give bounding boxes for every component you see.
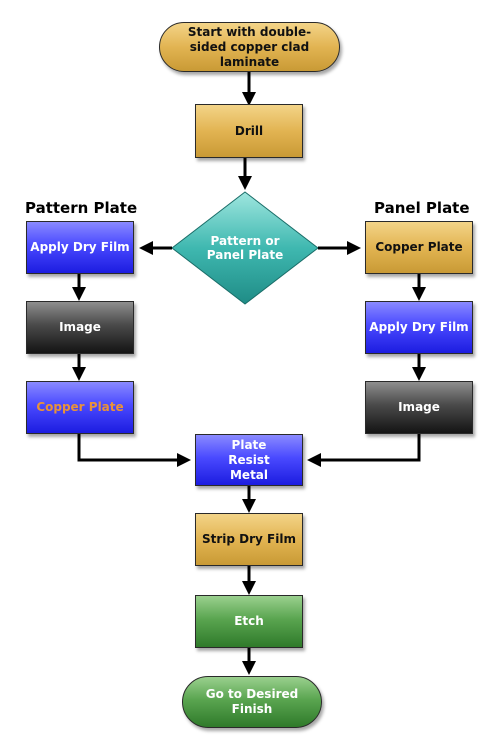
decision-label: Pattern or Panel Plate [206,234,284,262]
left-copper-plate-node: Copper Plate [26,381,134,434]
decision-diamond [171,191,319,305]
left-apply-dry-film-node: Apply Dry Film [26,221,134,274]
left-image-node: Image [26,301,134,354]
etch-node: Etch [195,595,303,648]
pattern-plate-label: Pattern Plate [25,199,138,217]
right-apply-dry-film-node: Apply Dry Film [365,301,473,354]
plate-resist-metal-node: Plate Resist Metal [195,434,303,486]
drill-node: Drill [195,104,303,158]
finish-node: Go to Desired Finish [182,676,322,728]
right-copper-plate-node: Copper Plate [365,221,473,274]
left-copper-plate-label: Copper Plate [36,400,124,414]
arrow-right-image-resist [307,434,421,467]
panel-plate-label: Panel Plate [374,199,470,217]
arrow-left-copper-resist [77,434,191,467]
strip-dry-film-node: Strip Dry Film [195,513,303,566]
right-image-node: Image [365,381,473,434]
start-node: Start with double-sided copper clad lami… [159,22,340,72]
